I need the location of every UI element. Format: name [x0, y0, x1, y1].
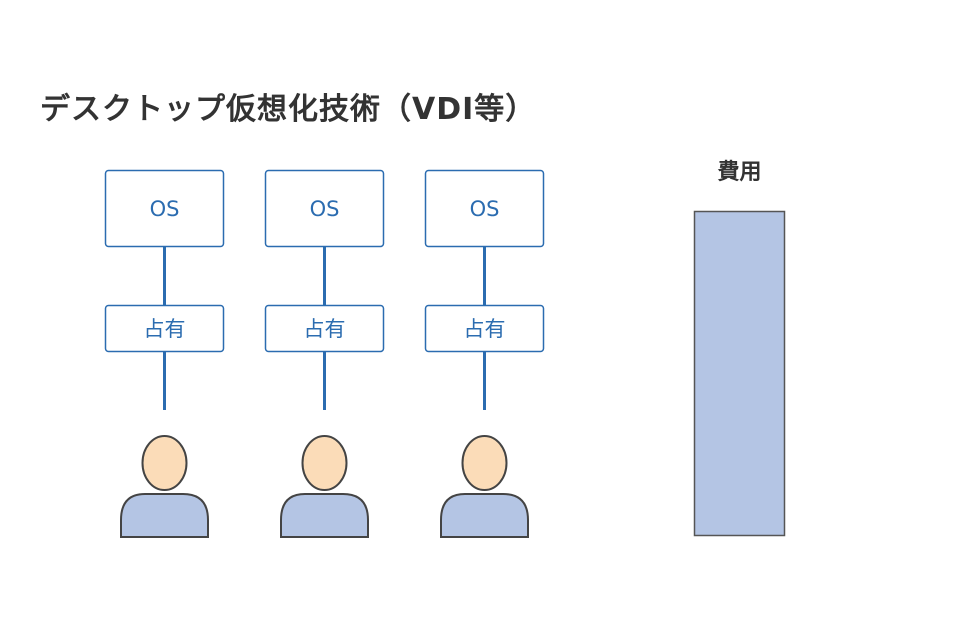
page-title: デスクトップ仮想化技術（VDI等）: [40, 92, 537, 127]
column-3: OS 占有: [424, 169, 545, 538]
occupy-label: 占有: [464, 317, 506, 341]
occupy-box: [104, 304, 225, 353]
occupy-label: 占有: [304, 317, 346, 341]
person-icon: [280, 435, 369, 538]
occupy-box: [424, 304, 545, 353]
os-box: [424, 169, 545, 248]
column-1: OS 占有: [104, 169, 225, 538]
os-box: [104, 169, 225, 248]
os-box: [264, 169, 385, 248]
occupy-box: [264, 304, 385, 353]
column-2: OS 占有: [264, 169, 385, 538]
os-label: OS: [470, 197, 500, 221]
person-icon: [120, 435, 209, 538]
os-label: OS: [150, 197, 180, 221]
cost-label: 費用: [717, 160, 761, 185]
occupy-label: 占有: [144, 317, 186, 341]
os-label: OS: [310, 197, 340, 221]
person-icon: [440, 435, 529, 538]
cost-bar: [693, 210, 786, 537]
